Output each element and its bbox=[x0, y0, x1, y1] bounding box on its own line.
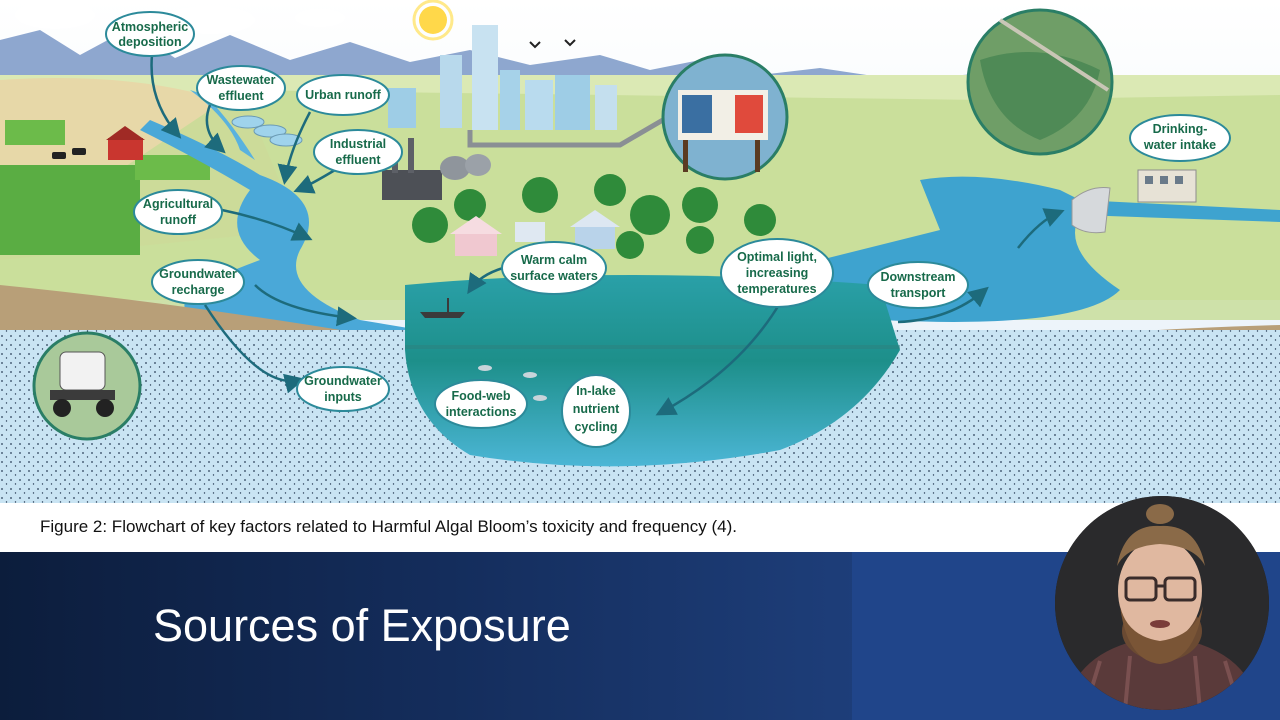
city-buildings bbox=[388, 25, 682, 148]
label-line: transport bbox=[891, 286, 947, 300]
label-industrial-effluent: Industrial effluent bbox=[313, 129, 403, 175]
label-line: runoff bbox=[160, 213, 197, 227]
birds-icon bbox=[529, 39, 576, 49]
label-line: Wastewater bbox=[206, 73, 275, 87]
warning-sign-photo bbox=[661, 53, 789, 181]
label-line: effluent bbox=[335, 153, 381, 167]
label-line: effluent bbox=[218, 89, 264, 103]
label-line: Urban runoff bbox=[305, 88, 382, 102]
label-line: recharge bbox=[172, 283, 225, 297]
label-groundwater-recharge: Groundwater recharge bbox=[151, 259, 245, 305]
label-line: Warm calm bbox=[521, 253, 587, 267]
label-drinking-water-intake: Drinking- water intake bbox=[1129, 114, 1231, 162]
label-wastewater-effluent: Wastewater effluent bbox=[196, 65, 286, 111]
trees bbox=[412, 174, 776, 259]
label-line: nutrient bbox=[573, 402, 620, 416]
label-line: surface waters bbox=[510, 269, 598, 283]
label-urban-runoff: Urban runoff bbox=[296, 74, 390, 116]
label-line: water intake bbox=[1143, 138, 1216, 152]
label-line: Industrial bbox=[330, 137, 386, 151]
label-line: In-lake bbox=[576, 384, 616, 398]
presenter-video-icon bbox=[1055, 496, 1269, 710]
water-treatment-building-icon bbox=[1137, 169, 1197, 203]
algae-aerial-photo bbox=[966, 8, 1114, 156]
label-line: increasing bbox=[746, 266, 809, 280]
boat-icon bbox=[420, 298, 465, 318]
label-groundwater-inputs: Groundwater inputs bbox=[296, 366, 390, 412]
label-line: Food-web bbox=[451, 389, 510, 403]
label-line: cycling bbox=[574, 420, 617, 434]
label-atmospheric-deposition: Atmospheric deposition bbox=[105, 11, 195, 57]
figure-caption: Figure 2: Flowchart of key factors relat… bbox=[40, 517, 737, 536]
label-line: deposition bbox=[118, 35, 181, 49]
dam-icon bbox=[1071, 187, 1111, 234]
barn-icon bbox=[106, 126, 145, 160]
label-line: temperatures bbox=[737, 282, 816, 296]
label-line: inputs bbox=[324, 390, 362, 404]
slide-title: Sources of Exposure bbox=[153, 600, 571, 651]
presenter-webcam bbox=[1055, 496, 1269, 710]
fish-icon bbox=[478, 365, 547, 401]
label-line: Downstream bbox=[880, 270, 955, 284]
sprayer-photo bbox=[32, 331, 142, 441]
flow-arrows bbox=[150, 54, 1065, 416]
label-line: Drinking- bbox=[1153, 122, 1208, 136]
label-optimal-light: Optimal light, increasing temperatures bbox=[720, 238, 834, 308]
label-agricultural-runoff: Agricultural runoff bbox=[133, 189, 223, 235]
label-line: Agricultural bbox=[143, 197, 213, 211]
cows-icon bbox=[52, 148, 86, 159]
sun-icon bbox=[412, 0, 454, 41]
caption-band bbox=[0, 503, 1280, 552]
label-line: Atmospheric bbox=[112, 20, 188, 34]
crop-field bbox=[0, 120, 210, 255]
lake bbox=[405, 275, 900, 467]
algal-bloom-diagram: Atmospheric deposition Wastewater efflue… bbox=[0, 0, 1280, 503]
treatment-ponds-icon bbox=[231, 115, 303, 147]
label-food-web-interactions: Food-web interactions bbox=[434, 379, 528, 429]
label-line: Groundwater bbox=[159, 267, 237, 281]
label-line: Optimal light, bbox=[737, 250, 817, 264]
label-in-lake-nutrient-cycling: In-lake nutrient cycling bbox=[561, 374, 631, 448]
label-line: Groundwater bbox=[304, 374, 382, 388]
label-warm-calm-surface-waters: Warm calm surface waters bbox=[501, 241, 607, 295]
label-line: interactions bbox=[446, 405, 517, 419]
label-downstream-transport: Downstream transport bbox=[867, 261, 969, 309]
houses bbox=[450, 210, 620, 256]
